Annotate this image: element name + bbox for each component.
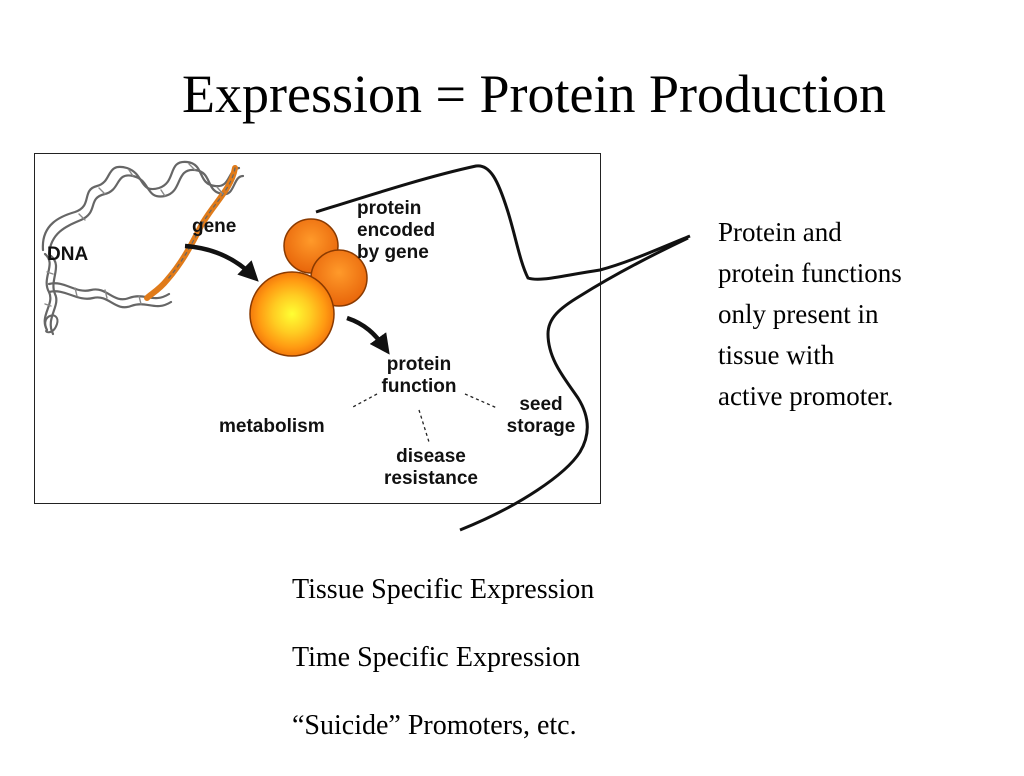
protein-encoded-label: protein encoded by gene [357,198,436,263]
gene-expression-diagram: DNA gene protein encoded by gene protein… [34,153,601,504]
function-arrow [346,315,390,355]
dna-label: DNA [47,244,89,265]
dna-helix-icon [41,160,245,336]
slide-title: Expression = Protein Production [182,64,886,124]
protein-icon [249,218,368,357]
protein-function-label: protein function [381,354,457,397]
gene-label: gene [192,216,237,237]
side-note-line: only present in [718,299,879,329]
side-note-line: Protein and [718,217,842,247]
side-note: Protein and protein functions only prese… [718,212,1018,417]
list-item: “Suicide” Promoters, etc. [292,710,577,741]
list-item: Tissue Specific Expression [292,574,595,605]
side-note-line: active promoter. [718,381,894,411]
expression-types-list: Tissue Specific Expression Time Specific… [292,572,594,776]
gene-arrow [184,243,259,282]
side-note-line: protein functions [718,258,902,288]
list-item: Time Specific Expression [292,642,581,673]
function-connectors [350,393,498,443]
metabolism-label: metabolism [219,416,325,437]
disease-resistance-label: disease resistance [383,446,478,489]
seed-storage-label: seed storage [506,394,576,437]
side-note-line: tissue with [718,340,835,370]
